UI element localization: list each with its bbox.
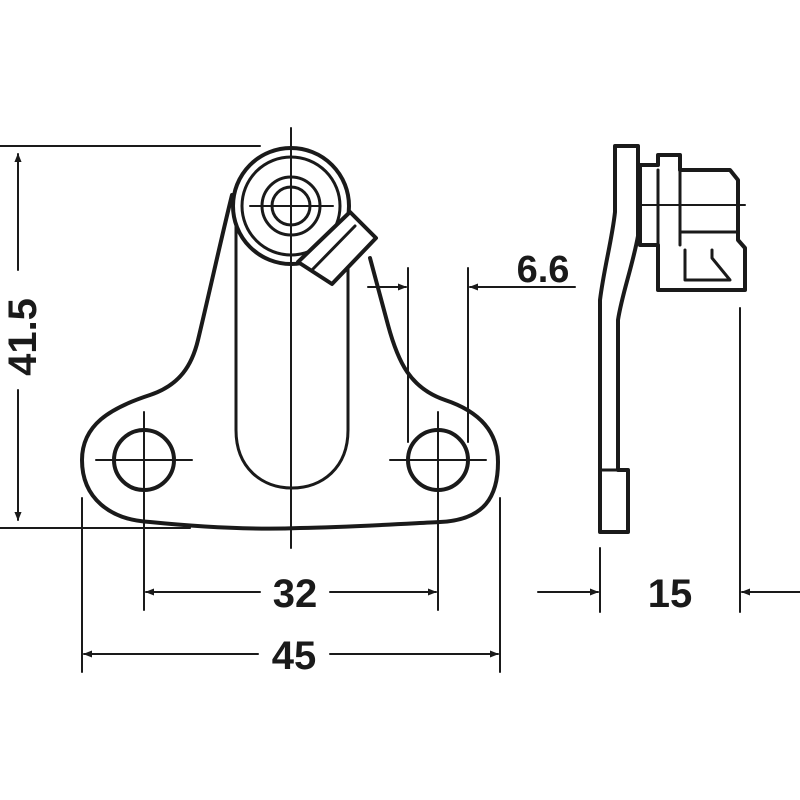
- dimension-height: 41.5: [0, 145, 261, 529]
- dimension-label-height: 41.5: [1, 298, 45, 376]
- bracket-side-view: [598, 144, 747, 534]
- dimension-label-width: 45: [272, 634, 317, 678]
- dimension-depth: 15: [537, 307, 800, 616]
- dimension-label-hole: 6.6: [517, 249, 570, 291]
- dimension-hole-spacing: 32: [145, 572, 437, 616]
- dimension-label-depth: 15: [648, 572, 693, 616]
- side-plate-profile: [598, 144, 640, 534]
- center-lines: [95, 127, 487, 611]
- locking-lug-edge: [310, 224, 357, 272]
- dimension-width: 45: [81, 497, 501, 678]
- dimension-hole-diameter: 6.6: [367, 249, 576, 443]
- dimension-label-spacing: 32: [273, 572, 318, 616]
- side-boss: [638, 153, 747, 292]
